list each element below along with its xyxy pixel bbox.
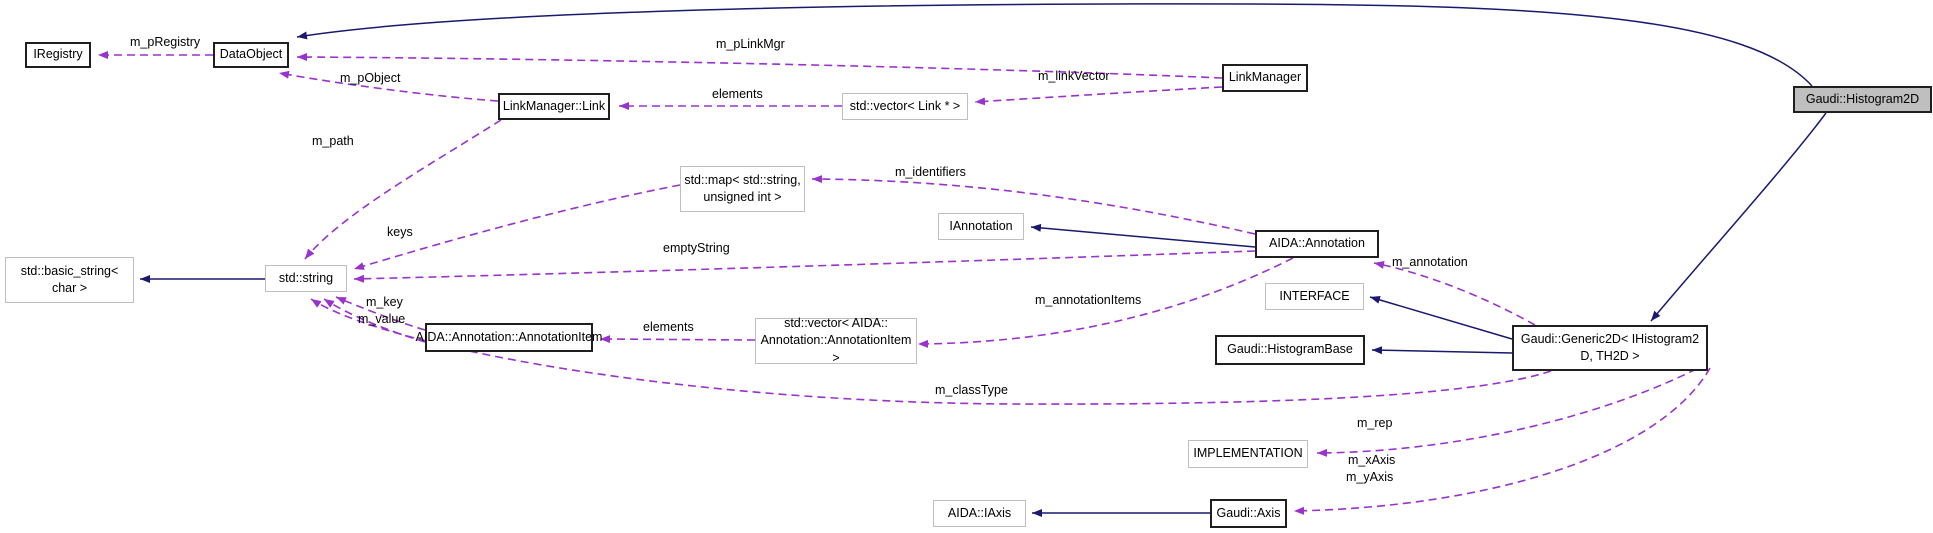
edge-label-m-xaxis: m_xAxis xyxy=(1348,453,1396,467)
node-label: AIDA::Annotation xyxy=(1269,236,1365,251)
node-iregistry[interactable]: IRegistry xyxy=(25,42,91,68)
edge-label-m-identifiers: m_identifiers xyxy=(895,165,966,179)
node-label: INTERFACE xyxy=(1279,288,1350,303)
edge-m-rep xyxy=(1316,362,1709,457)
edge-annotation-iannotation xyxy=(1030,223,1256,248)
node-annotationitem[interactable]: AIDA::Annotation::AnnotationItem xyxy=(416,323,602,352)
edge-label-m-path: m_path xyxy=(312,134,354,148)
node-gaudi-generic2d[interactable]: Gaudi::Generic2D< IHistogram2 D, TH2D > xyxy=(1512,325,1708,371)
node-label: AIDA::Annotation::AnnotationItem xyxy=(415,329,603,344)
edge-m-path xyxy=(304,119,502,260)
node-label: DataObject xyxy=(219,47,283,62)
edge-label-m-annotation: m_annotation xyxy=(1392,255,1468,269)
node-map-string-uint[interactable]: std::map< std::string, unsigned int > xyxy=(680,166,805,212)
node-basic-string[interactable]: std::basic_string< char > xyxy=(5,257,134,303)
edge-label-m-value: m_value xyxy=(358,312,406,326)
node-vector-annotationitem[interactable]: std::vector< AIDA:: Annotation::Annotati… xyxy=(755,316,917,365)
edge-label-elements-links: elements xyxy=(712,87,763,101)
node-vector-link[interactable]: std::vector< Link * > xyxy=(842,93,968,120)
edge-histogram2d-generic2d xyxy=(1650,112,1827,322)
edge-m-pobject xyxy=(278,70,499,102)
node-label: LinkManager::Link xyxy=(502,98,606,113)
node-implementation[interactable]: IMPLEMENTATION xyxy=(1188,440,1308,468)
edge-elements-items xyxy=(599,335,756,344)
node-aida-iaxis[interactable]: AIDA::IAxis xyxy=(933,500,1026,527)
edge-m-xaxis-m-yaxis xyxy=(1293,367,1711,515)
node-linkmanager[interactable]: LinkManager xyxy=(1222,64,1308,92)
node-label: Gaudi::Axis xyxy=(1216,505,1281,520)
node-gaudi-histogram2d[interactable]: Gaudi::Histogram2D xyxy=(1793,86,1932,113)
node-label: IMPLEMENTATION xyxy=(1193,446,1303,461)
edge-label-m-linkvector: m_linkVector xyxy=(1038,69,1110,83)
node-label: std::vector< AIDA:: Annotation::Annotati… xyxy=(760,315,912,365)
node-label: IRegistry xyxy=(33,47,83,62)
node-label: Gaudi::Generic2D< IHistogram2 D, TH2D > xyxy=(1520,331,1700,364)
node-label: LinkManager xyxy=(1228,70,1302,85)
edge-keys xyxy=(353,184,681,270)
edge-m-plinkmgr xyxy=(296,53,1223,79)
edge-label-m-rep: m_rep xyxy=(1357,416,1393,430)
node-label: std::map< std::string, unsigned int > xyxy=(684,172,801,205)
edge-m-identifiers xyxy=(811,175,1256,235)
node-string[interactable]: std::string xyxy=(265,265,347,292)
node-dataobject[interactable]: DataObject xyxy=(213,42,289,68)
node-label: std::vector< Link * > xyxy=(849,98,961,113)
node-label: IAnnotation xyxy=(949,218,1013,233)
node-gaudi-histogrambase[interactable]: Gaudi::HistogramBase xyxy=(1215,335,1365,365)
node-interface[interactable]: INTERFACE xyxy=(1265,283,1364,310)
edge-emptystring xyxy=(353,250,1256,283)
node-label: Gaudi::Histogram2D xyxy=(1805,91,1920,106)
node-label: std::basic_string< char > xyxy=(20,263,119,296)
edge-label-m-key: m_key xyxy=(366,295,403,309)
node-iannotation[interactable]: IAnnotation xyxy=(938,213,1024,240)
edge-label-elements-items: elements xyxy=(643,320,694,334)
edge-m-annotation xyxy=(1373,261,1536,326)
edge-label-m-yaxis: m_yAxis xyxy=(1346,470,1394,484)
edge-label-m-classtype: m_classType xyxy=(935,383,1008,397)
node-aida-annotation[interactable]: AIDA::Annotation xyxy=(1255,230,1379,258)
edge-label-m-pregistry: m_pRegistry xyxy=(130,35,201,49)
edge-label-keys: keys xyxy=(387,225,413,239)
node-gaudi-axis[interactable]: Gaudi::Axis xyxy=(1210,499,1287,528)
node-label: Gaudi::HistogramBase xyxy=(1227,342,1353,357)
edge-generic2d-histogrambase xyxy=(1371,346,1513,355)
edge-generic2d-interface xyxy=(1369,296,1513,340)
node-linkmanager-link[interactable]: LinkManager::Link xyxy=(498,93,610,120)
edge-label-m-pobject: m_pObject xyxy=(340,71,401,85)
edge-label-m-annotationitems: m_annotationItems xyxy=(1035,293,1142,307)
edge-m-value xyxy=(323,298,426,343)
node-label: AIDA::IAxis xyxy=(947,505,1012,520)
edge-m-annotationitems xyxy=(917,257,1294,348)
node-label: std::string xyxy=(278,270,334,285)
edge-histogram2d-dataobject xyxy=(296,3,1813,87)
edge-label-m-plinkmgr: m_pLinkMgr xyxy=(716,37,785,51)
edge-m-linkvector xyxy=(974,86,1223,106)
edge-label-emptystring: emptyString xyxy=(663,241,730,255)
